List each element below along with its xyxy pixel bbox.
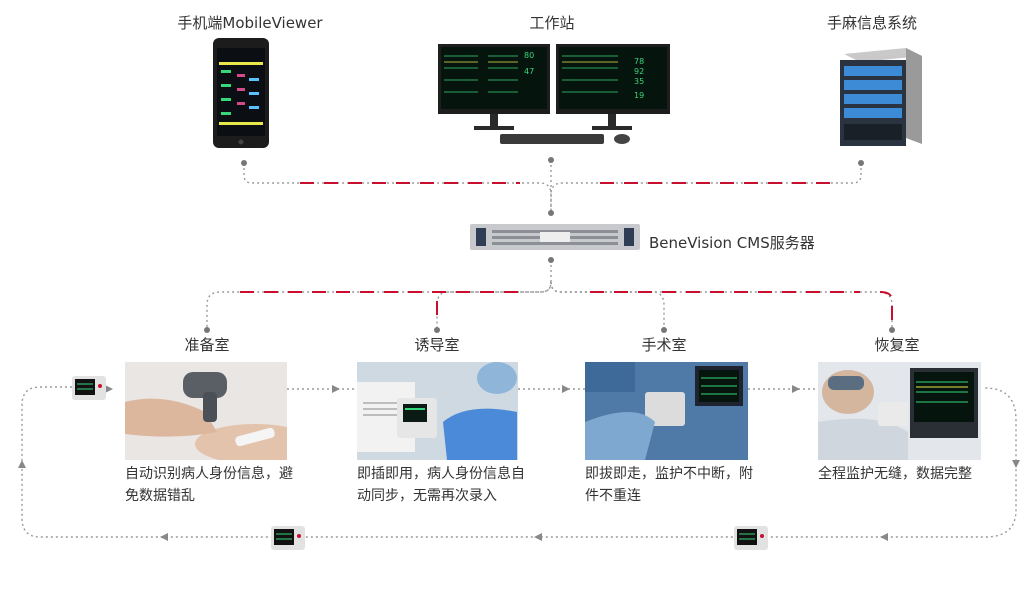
svg-text:80: 80 (524, 51, 534, 60)
prep-room-photo (125, 362, 287, 460)
svg-text:92: 92 (634, 67, 644, 76)
induction-link (436, 281, 552, 330)
mobile-link (243, 163, 552, 213)
prep-link (206, 260, 552, 330)
induction-room-photo (357, 362, 518, 460)
transport-monitor-icon (72, 376, 106, 400)
mobile-viewer-label: 手机端MobileViewer (177, 14, 323, 32)
svg-text:19: 19 (634, 91, 644, 100)
patient-flow-loop (21, 386, 1017, 538)
room-name-recovery: 恢复室 (874, 336, 920, 354)
workstation-label: 工作站 (529, 14, 575, 32)
rack-server-icon (470, 224, 640, 250)
recovery-link (550, 281, 893, 330)
server-tower-icon (840, 48, 922, 146)
transport-monitor-icon (734, 526, 768, 550)
or-link (550, 281, 665, 330)
operating-room-photo (585, 362, 748, 460)
cms-server-label: BeneVision CMS服务器 (649, 234, 815, 252)
smartphone-icon (213, 38, 269, 148)
room-name-induction: 诱导室 (414, 336, 460, 354)
svg-text:35: 35 (634, 77, 644, 86)
transport-monitor-icon (271, 526, 305, 550)
room-desc-induction: 即插即用，病人身份信息自动同步，无需再次录入 (357, 466, 525, 504)
workstation-monitors-icon: 80 47 78 92 35 19 (438, 44, 670, 144)
room-name-prep: 准备室 (184, 336, 230, 354)
room-desc-prep: 自动识别病人身份信息，避免数据错乱 (125, 466, 293, 504)
room-desc-recovery: 全程监护无缝，数据完整 (818, 466, 972, 482)
anesthesia-system-label: 手麻信息系统 (826, 14, 918, 32)
anesthesia-link (550, 163, 862, 196)
recovery-room-photo (818, 362, 981, 460)
svg-text:47: 47 (524, 67, 534, 76)
room-desc-operating: 即拔即走，监护不中断，附件不重连 (585, 466, 753, 504)
room-name-operating: 手术室 (641, 336, 687, 354)
svg-text:78: 78 (634, 57, 644, 66)
